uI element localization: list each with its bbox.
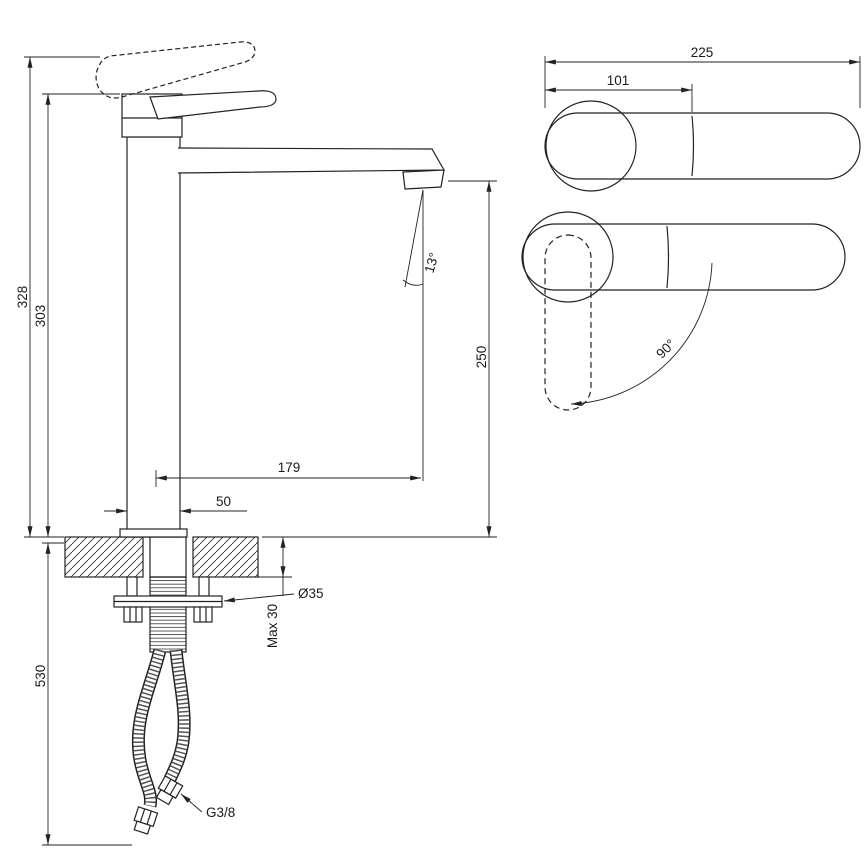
swivel-arc — [570, 262, 713, 407]
label-hole-diameter: Ø35 — [298, 586, 324, 601]
label-total-length: 225 — [691, 45, 714, 60]
dim-hole-diameter — [223, 593, 295, 603]
supply-hoses — [131, 648, 191, 835]
spout-outline-top — [544, 112, 861, 180]
faucet-base — [119, 528, 188, 538]
label-handle-swivel: 90° — [653, 336, 678, 361]
label-base-width: 50 — [216, 494, 231, 509]
label-spout-reach: 179 — [278, 460, 301, 475]
dim-total-length — [544, 56, 861, 108]
side-view: 328 303 530 250 179 50 13° Ø35 Max 30 G3… — [15, 41, 497, 846]
faucet-body — [95, 41, 446, 538]
spout-aerator — [402, 169, 445, 190]
handle-edge-swivel — [666, 225, 670, 289]
stream-angle — [402, 189, 424, 481]
countertop-section — [64, 536, 259, 578]
body-circle-swivel — [522, 211, 614, 303]
handle-rotated-dashed — [544, 234, 592, 411]
hose-connector-right — [155, 775, 184, 806]
handle-edge-top — [691, 115, 695, 177]
label-spout-height: 250 — [474, 346, 489, 369]
dim-hose-thread — [180, 793, 203, 813]
dimensions-side — [24, 56, 497, 846]
dim-spout-reach — [155, 470, 421, 487]
handle-lever-raised-dashed — [95, 41, 256, 99]
label-hose-length: 530 — [33, 665, 48, 688]
label-stream-angle: 13° — [422, 251, 442, 275]
dim-handle-length — [545, 84, 693, 112]
mounting-nut-right — [193, 606, 213, 623]
top-view: 225 101 90° — [521, 45, 861, 411]
faucet-spout — [177, 147, 446, 174]
top-view-swivel — [521, 211, 846, 411]
hose-right — [164, 649, 191, 782]
dim-height-body — [42, 93, 120, 537]
hose-connector-left — [133, 806, 159, 835]
dim-deck-thickness — [258, 537, 292, 596]
label-hose-thread: G3/8 — [206, 805, 235, 820]
faucet-column — [126, 136, 181, 538]
label-deck-thickness: Max 30 — [265, 604, 280, 648]
dim-hose-length — [42, 542, 132, 846]
spout-outline-swivel — [521, 223, 846, 291]
label-height-body: 303 — [33, 305, 48, 328]
dim-spout-height — [262, 180, 497, 538]
label-height-total: 328 — [15, 286, 30, 309]
top-view-plan — [544, 100, 861, 192]
handle-lever — [149, 90, 277, 120]
mounting-nut-left — [123, 606, 143, 623]
hose-left — [131, 648, 167, 808]
dimension-labels-top: 225 101 90° — [607, 45, 714, 361]
dimensions-top — [544, 56, 861, 112]
dim-height-total — [24, 56, 100, 538]
dimension-labels-side: 328 303 530 250 179 50 13° Ø35 Max 30 G3… — [15, 251, 489, 820]
label-handle-length: 101 — [607, 73, 630, 88]
body-circle-top — [545, 100, 637, 192]
